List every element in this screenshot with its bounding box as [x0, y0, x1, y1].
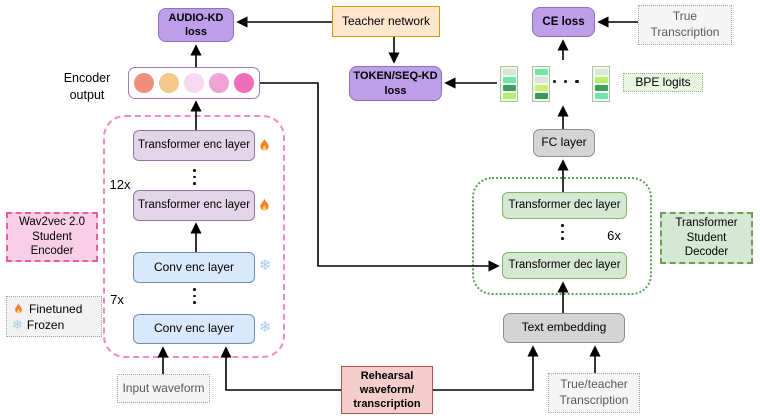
fire-icon	[255, 196, 273, 214]
bpe-logits-stack	[500, 66, 518, 102]
bpe-cell	[594, 84, 608, 92]
legend-frozen-row: ❄ Frozen	[12, 318, 96, 332]
bpe-logits-label: BPE logits	[623, 73, 703, 92]
conv-enc-layer-box: Conv enc layer	[133, 314, 255, 344]
audio-kd-loss-line1: AUDIO-KD	[168, 11, 224, 24]
embedding-circle	[159, 73, 179, 93]
embedding-circle	[209, 73, 229, 93]
true-transcription-line2: Transcription	[650, 25, 720, 39]
legend-finetuned-label: Finetuned	[29, 301, 83, 316]
bpe-cell	[502, 84, 516, 92]
transformer-enc-layer-box: Transformer enc layer	[133, 130, 255, 161]
audio-kd-loss-box: AUDIO-KD loss	[158, 8, 234, 42]
embedding-circle	[234, 73, 254, 93]
embedding-circle	[134, 73, 154, 93]
legend-frozen-label: Frozen	[26, 317, 65, 332]
ce-loss-label: CE loss	[542, 15, 585, 28]
rehearsal-box: Rehearsal waveform/ transcription	[341, 366, 433, 414]
text-embedding-box: Text embedding	[503, 313, 625, 343]
conv-ellipsis	[193, 288, 196, 304]
bpe-cell	[534, 84, 548, 92]
true-transcription-line1: True	[672, 9, 698, 24]
bpe-cell	[534, 92, 548, 100]
fire-icon	[255, 136, 273, 154]
true-transcription-box: True Transcription	[638, 5, 732, 45]
teacher-network-label: Teacher network	[341, 13, 431, 28]
bpe-cell	[502, 92, 516, 100]
bpe-cell	[594, 92, 608, 100]
enc-repeat-label: 12x	[109, 177, 131, 192]
ce-loss-box: CE loss	[532, 7, 595, 37]
bpe-cell	[594, 68, 608, 76]
token-kd-loss-line2: loss	[384, 84, 407, 97]
bpe-ellipsis	[553, 80, 579, 84]
legend-finetuned-row: Finetuned	[12, 302, 96, 316]
transformer-dec-layer-box: Transformer dec layer	[502, 252, 627, 279]
conv-repeat-label: 7x	[110, 292, 124, 307]
bpe-logits-stack	[592, 66, 610, 102]
bpe-cell	[502, 68, 516, 76]
snowflake-icon: ❄	[12, 317, 23, 332]
audio-kd-loss-line2: loss	[184, 26, 207, 38]
encoder-output-label: Encoder output	[63, 71, 111, 102]
transformer-dec-layer-box: Transformer dec layer	[502, 192, 627, 219]
token-seq-kd-loss-box: TOKEN/SEQ-KD loss	[349, 66, 442, 101]
token-kd-loss-line1: TOKEN/SEQ-KD	[353, 70, 438, 83]
snowflake-icon: ❄	[258, 318, 272, 336]
transformer-enc-layer-box: Transformer enc layer	[133, 190, 255, 221]
enc-ellipsis	[193, 169, 196, 185]
bpe-cell	[594, 76, 608, 84]
snowflake-icon: ❄	[258, 256, 272, 274]
legend-box: Finetuned ❄ Frozen	[6, 296, 102, 337]
student-decoder-container	[472, 177, 652, 295]
dec-ellipsis	[561, 224, 564, 240]
student-encoder-container	[103, 115, 285, 358]
embedding-circle	[184, 73, 204, 93]
bpe-cell	[534, 76, 548, 84]
bpe-cell	[534, 68, 548, 76]
encoder-output-box	[128, 67, 260, 99]
bpe-logits-stack	[532, 66, 550, 102]
transformer-student-decoder-label: Transformer Student Decoder	[660, 212, 753, 264]
input-waveform-box: Input waveform	[117, 374, 210, 403]
conv-enc-layer-box: Conv enc layer	[133, 252, 255, 283]
wav2vec-student-encoder-label: Wav2vec 2.0 Student Encoder	[6, 212, 98, 262]
teacher-network-box: Teacher network	[332, 6, 440, 37]
fire-icon	[12, 302, 25, 316]
fc-layer-box: FC layer	[533, 129, 595, 157]
dec-repeat-label: 6x	[607, 228, 621, 243]
bpe-cell	[502, 76, 516, 84]
true-teacher-transcription-box: True/teacher Transcription	[548, 373, 640, 413]
